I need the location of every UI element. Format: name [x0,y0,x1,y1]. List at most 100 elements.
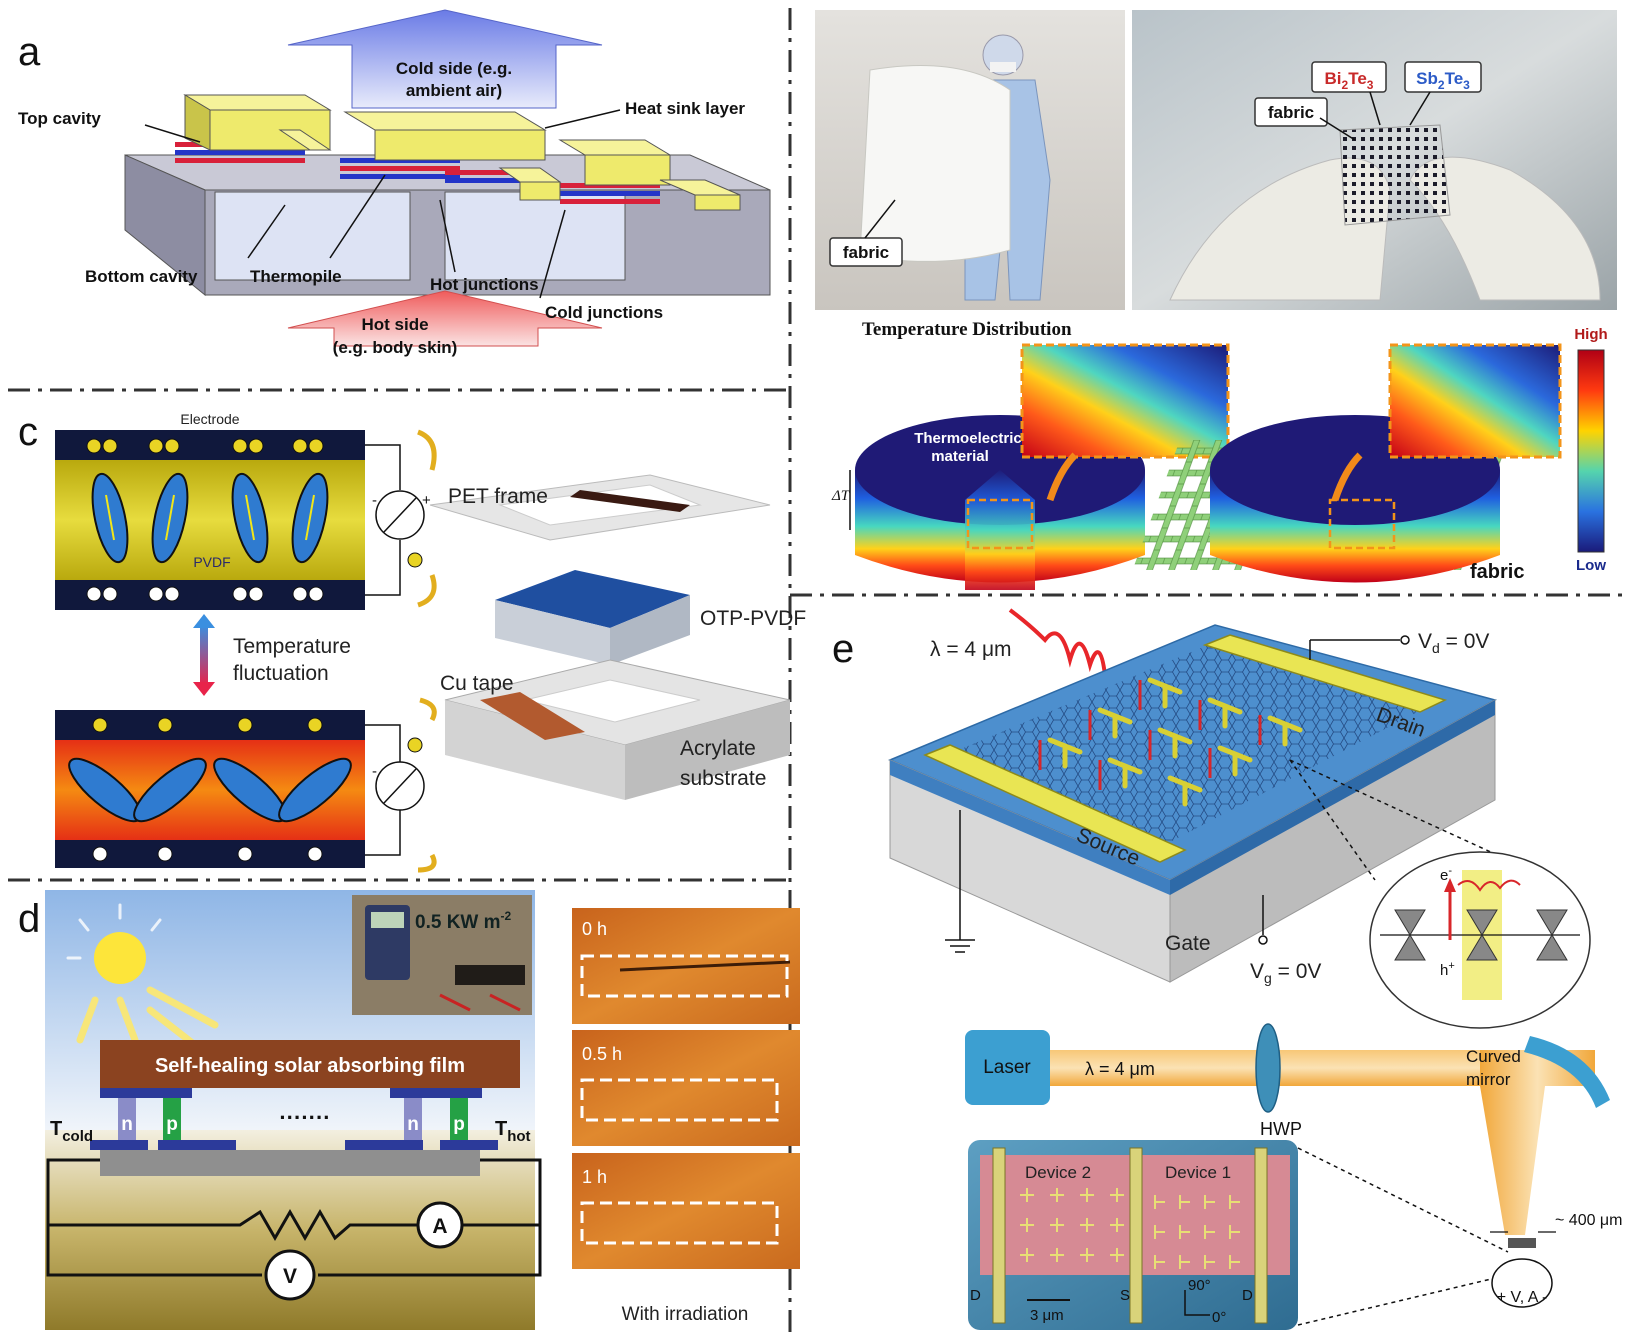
thermo-material-2: material [931,448,989,465]
plus-top: + [422,492,431,509]
label-heat-sink: Heat sink layer [625,99,745,118]
electrode-d-right: D [1242,1287,1253,1304]
cu-tape-label: Cu tape [440,672,514,695]
time-1h: 1 h [582,1167,607,1187]
source-electrode[interactable] [923,744,1187,863]
incoming-light-wave [1008,608,1122,702]
circuit-top [365,444,425,596]
temp-fluct-arrow [200,625,208,685]
acrylate-label-2: substrate [680,767,766,790]
label-hot-junctions: Hot junctions [430,275,539,294]
electrode-d-left: D [970,1287,981,1304]
panel-letter-d: d [18,897,40,941]
laser-label: Laser [983,1057,1031,1078]
angle-0: 0° [1212,1309,1226,1326]
vg-label: Vg = 0V [1250,960,1321,986]
va-meter[interactable] [1491,1258,1553,1308]
h-plus-label: h+ [1440,960,1455,979]
angle-90: 90° [1188,1277,1211,1294]
device1-pattern [1154,1195,1240,1269]
te-legs [90,1088,498,1176]
fabric-photo-label-box [1254,97,1328,127]
cold-side-arrow [287,9,603,109]
gate-label: Gate [1165,932,1211,955]
irradiation-label: With irradiation [622,1304,749,1325]
otp-pvdf-top [495,570,690,628]
micrograph-1h [572,1153,800,1269]
charges-bottom [92,717,323,862]
antenna-array [1047,677,1303,807]
laser-box[interactable] [965,1030,1050,1105]
t-cold: Tcold [50,1118,93,1145]
gloved-hands [1169,156,1601,301]
label-cold-junctions: Cold junctions [545,303,663,322]
panel-letter-a: a [18,30,41,74]
charges-top-negative [86,438,324,454]
selection-box-1h [580,1201,779,1245]
electrode-label: Electrode [180,411,239,427]
pet-frame-electrode [570,490,690,512]
bottom-cavity-right [444,191,626,281]
current-arrow-top [416,429,437,471]
sb2te3-label: Sb2Te3 [1416,69,1470,92]
beam-vertical [1480,1050,1595,1235]
charge-moving-bottom [407,737,423,753]
drain-electrode[interactable] [1202,634,1448,713]
circuit-d [46,1158,542,1277]
film-label: Self-healing solar absorbing film [155,1055,465,1077]
arrow-inset-left [1046,452,1078,502]
sb2te3-label-box [1404,61,1482,93]
voltmeter-icon[interactable] [264,1249,316,1301]
selection-box-0h [580,954,789,998]
dots: ······· [279,1105,330,1130]
curved-mirror-2: mirror [1466,1070,1511,1089]
temp-distribution-title: Temperature Distribution [862,319,1072,340]
n-right: n [407,1114,419,1135]
n-left: n [121,1114,133,1135]
hot-side-arrow [287,290,603,347]
fabric-sample-grid [1339,124,1451,226]
ammeter-icon[interactable] [416,1201,464,1249]
arrow-inset-right [1331,452,1363,502]
fabric-sim-label: fabric [1470,561,1524,583]
acrylate-label-1: Acrylate [680,737,756,760]
minus-bottom: - [372,763,377,780]
photocurrent-arrows [1038,680,1262,790]
charge-moving-top [407,552,423,568]
p-left: p [166,1114,178,1135]
hot-side-text-2: (e.g. body skin) [333,338,458,357]
sem-electrodes [992,1147,1268,1324]
scale-label: 3 μm [1030,1307,1064,1324]
dipoles-bottom [68,757,352,823]
fabric-label-box [829,237,903,267]
cu-tape [480,692,585,740]
panel-c: Electrode PVDF [55,411,806,873]
delta-t-label: ΔT [831,488,851,504]
otp-pvdf-front-left [495,600,610,665]
ground-icon [945,939,975,953]
dipole-arrows-top [105,494,315,541]
bottom-cavity-left [214,191,411,281]
solar-absorbing-film [100,1040,520,1088]
power-density: 0.5 KW m-2 [415,909,512,933]
colorbar-low: Low [1576,557,1606,574]
curved-mirror-1: Curved [1466,1047,1521,1066]
colorbar-high: High [1574,326,1607,343]
cold-side-text-1: Cold side (e.g. [396,59,512,78]
label-top-cavity: Top cavity [18,109,101,128]
pvdf-label: PVDF [193,554,230,570]
curved-mirror[interactable] [1524,1036,1610,1108]
device2-label: Device 2 [1025,1163,1091,1182]
lambda-top: λ = 4 μm [930,638,1012,661]
hwp-optic[interactable] [1255,1023,1281,1113]
panel-d: 0.5 KW m-2 Self-healing solar absorbing … [45,890,800,1330]
thermo-material-1: Thermoelectric [914,430,1022,447]
panel-a: Cold side (e.g. ambient air) [18,9,771,357]
ammeter-label: A [432,1215,447,1238]
person-figure [859,34,1051,301]
base-block-side [124,154,206,297]
inset-left [1020,343,1230,459]
circuit-bottom [365,724,425,856]
device2-pattern [1020,1188,1124,1262]
